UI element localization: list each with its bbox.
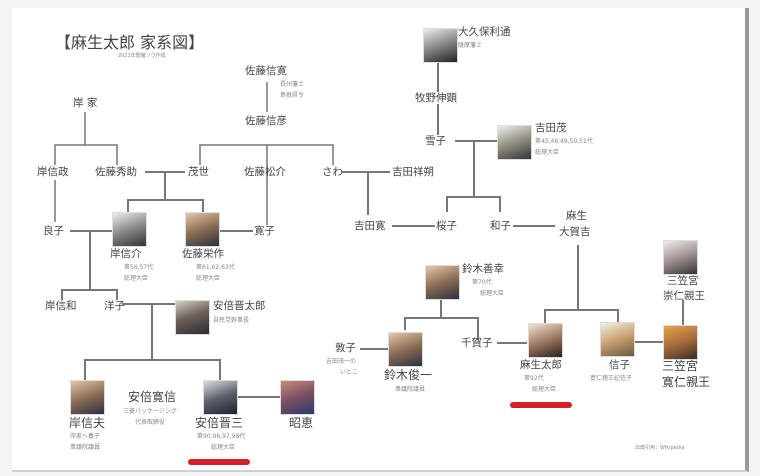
- person-mikasa-takahito-1: 三笠宮: [667, 275, 699, 287]
- person-yoshida-hiroshi: 吉田寛: [354, 220, 386, 232]
- person-yoshida-shosaku: 吉田祥朔: [392, 166, 434, 178]
- note: 総理大臣: [196, 275, 221, 282]
- note: 島根県令: [280, 92, 305, 99]
- note: 長州藩士: [280, 81, 305, 88]
- note: 第61,62,63代: [196, 264, 235, 271]
- person-sato-nobuhiro: 佐藤信寛: [245, 65, 287, 77]
- note: 薩摩藩士: [458, 42, 483, 49]
- person-kazuko: 和子: [490, 220, 511, 232]
- person-suzuki-shunichi: 鈴木俊一: [384, 368, 433, 382]
- person-mikasa-takahito-2: 崇仁親王: [663, 290, 705, 302]
- note: 三菱パッケージング: [123, 408, 177, 415]
- note: 代表取締役: [135, 419, 166, 426]
- note: 衆議院議員: [395, 386, 426, 393]
- note: 総理大臣: [124, 275, 149, 282]
- person-chikako: 千賀子: [461, 337, 493, 349]
- note: 第56,57代: [124, 264, 154, 271]
- note: 総理大臣: [535, 149, 560, 156]
- photo-sato-eisaku: [185, 212, 220, 247]
- person-sawa: さわ: [322, 166, 343, 178]
- person-mikasa-tomohito-2: 寛仁親王: [662, 375, 711, 389]
- person-aso-taro: 麻生太郎: [520, 359, 562, 371]
- person-okubo: 大久保利通: [458, 26, 511, 38]
- person-aso-takakichi-2: 大賀吉: [559, 226, 591, 238]
- person-kishi-nobukazu: 岸信和: [45, 300, 77, 312]
- photo-abe-shinzo: [203, 380, 238, 415]
- subtitle: 2021年闇魔ソウ作成: [118, 53, 166, 59]
- note: 寛仁親王妃信子: [590, 375, 633, 382]
- person-abe-shintaro: 安倍晋太郎: [213, 300, 266, 312]
- source-credit: 出典引用：Wikipedia: [635, 445, 685, 451]
- person-kishi-nobusuke: 岸信介: [110, 248, 142, 260]
- person-yoshiko: 良子: [43, 225, 64, 237]
- photo-mikasa-takahito: [663, 240, 698, 275]
- photo-nobuko: [600, 322, 635, 357]
- photo-suzuki-zenko: [425, 265, 460, 300]
- photo-yoshida-shigeru: [497, 125, 532, 160]
- note: 総理大臣: [211, 444, 236, 451]
- note: 吉田茂一の: [326, 358, 357, 365]
- highlight-underline: [510, 402, 572, 408]
- photo-suzuki-shunichi: [388, 332, 423, 367]
- note: 第90,96,97,98代: [197, 433, 246, 440]
- person-sato-matsusuke: 佐藤松介: [244, 166, 286, 178]
- person-nobuko: 信子: [609, 359, 630, 371]
- person-yoko: 洋子: [104, 300, 125, 312]
- photo-kishi-nobusuke: [112, 212, 147, 247]
- person-abe-hironobu: 安倍寛信: [128, 390, 177, 404]
- highlight-underline: [188, 459, 250, 465]
- person-abe-shinzo: 安倍晋三: [195, 416, 244, 430]
- person-yukiko: 雪子: [425, 135, 446, 147]
- page-title: 【麻生太郎 家系図】: [55, 33, 205, 52]
- person-makino: 牧野伸顕: [415, 92, 457, 104]
- photo-abe-shintaro: [175, 300, 210, 335]
- photo-okubo: [423, 28, 458, 63]
- photo-mikasa-tomohito: [663, 325, 698, 360]
- person-sakurako: 桜子: [436, 220, 457, 232]
- note: 自民党幹事長: [213, 317, 250, 324]
- person-sato-nobuhiko: 佐藤信彦: [245, 115, 287, 127]
- kishi-family: 岸 家: [73, 97, 98, 109]
- photo-akie: [280, 380, 315, 415]
- note: 第92代: [524, 375, 544, 382]
- person-suzuki-zenko: 鈴木善幸: [462, 263, 504, 275]
- photo-aso-taro: [528, 323, 563, 358]
- person-yoshida-shigeru: 吉田茂: [535, 122, 567, 134]
- person-atsuko: 敦子: [335, 342, 356, 354]
- note: 総理大臣: [480, 290, 505, 297]
- photo-kishi-nobuo: [70, 380, 105, 415]
- person-kishi-nobumasa: 岸信政: [37, 166, 69, 178]
- note: 岸家へ養子: [70, 433, 101, 440]
- note: 第70代: [472, 279, 492, 286]
- note: 第45,48,49,50,51代: [535, 138, 593, 145]
- note: 総理大臣: [532, 386, 557, 393]
- person-sato-hidesuke: 佐藤秀助: [95, 166, 137, 178]
- person-aso-takakichi-1: 麻生: [566, 210, 587, 222]
- person-sato-eisaku: 佐藤栄作: [182, 248, 224, 260]
- note: いとこ: [340, 369, 359, 376]
- person-moyo: 茂世: [188, 166, 209, 178]
- person-akie: 昭恵: [289, 416, 314, 430]
- person-mikasa-tomohito-1: 三笠宮: [662, 359, 699, 373]
- person-kishi-nobuo: 岸信夫: [69, 416, 106, 430]
- person-hiroko: 寛子: [254, 225, 275, 237]
- note: 衆議院議員: [70, 444, 101, 451]
